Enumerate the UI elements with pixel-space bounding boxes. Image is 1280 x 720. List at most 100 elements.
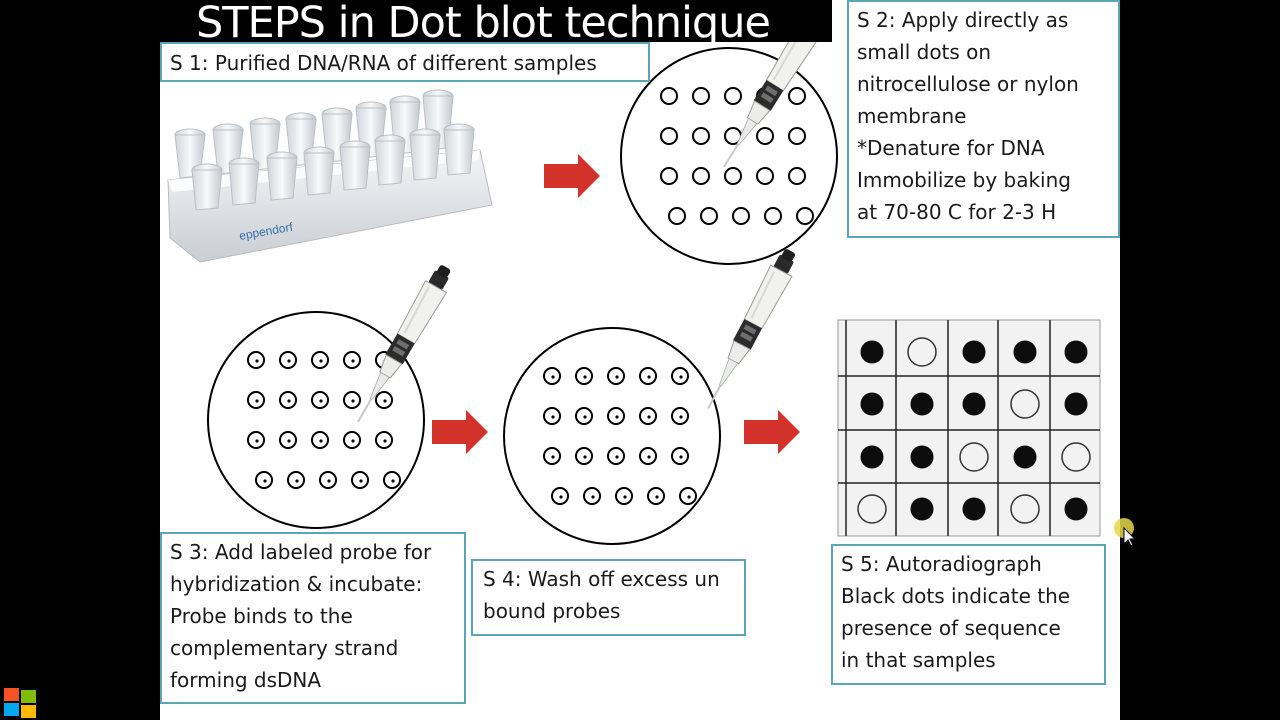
step4-textbox: S 4: Wash off excess un bound probes (471, 559, 746, 636)
dot-array-step4 (543, 367, 697, 505)
mouse-cursor-icon (1123, 526, 1137, 547)
probe-mark (319, 439, 323, 443)
windows-logo-icon[interactable] (4, 688, 38, 718)
probe-mark (583, 455, 587, 459)
probe-mark (287, 359, 291, 363)
sample-dot (671, 367, 689, 385)
step5-line: presence of sequence (841, 616, 1061, 640)
sample-dot (668, 207, 686, 225)
step5-line: in that samples (841, 648, 996, 672)
sample-dot (543, 367, 561, 385)
negative-dot (959, 442, 989, 472)
positive-dot (1013, 445, 1037, 469)
dot-array-step3 (247, 351, 401, 489)
sample-dot (247, 431, 265, 449)
probe-mark (647, 415, 651, 419)
page-title: STEPS in Dot blot technique (160, 0, 832, 42)
sample-dot (311, 391, 329, 409)
sample-dot (671, 447, 689, 465)
step1-textbox: S 1: Purified DNA/RNA of different sampl… (160, 42, 650, 82)
sample-dot (679, 487, 697, 505)
negative-dot (1010, 389, 1040, 419)
sample-dot (692, 127, 710, 145)
sample-dot (247, 351, 265, 369)
sample-dot (764, 207, 782, 225)
probe-mark (351, 359, 355, 363)
sample-dot (615, 487, 633, 505)
sample-dot (660, 167, 678, 185)
probe-mark (647, 375, 651, 379)
positive-dot (962, 497, 986, 521)
step5-line: Black dots indicate the (841, 584, 1071, 608)
sample-dot (575, 367, 593, 385)
sample-dot (639, 367, 657, 385)
sample-dot (660, 87, 678, 105)
probe-mark (687, 495, 691, 499)
probe-mark (351, 399, 355, 403)
probe-mark (391, 479, 395, 483)
step2-line: small dots on (857, 40, 992, 64)
sample-dot (551, 487, 569, 505)
positive-dot (860, 392, 884, 416)
sample-dot (583, 487, 601, 505)
sample-dot (375, 431, 393, 449)
positive-dot (910, 392, 934, 416)
step4-line: bound probes (483, 599, 621, 623)
probe-mark (263, 479, 267, 483)
probe-mark (255, 439, 259, 443)
sample-dot (639, 407, 657, 425)
probe-mark (679, 375, 683, 379)
probe-mark (359, 479, 363, 483)
step3-textbox: S 3: Add labeled probe for hybridization… (160, 532, 466, 704)
step3-line: Probe binds to the (170, 604, 353, 628)
sample-dot (543, 447, 561, 465)
probe-mark (351, 439, 355, 443)
arrow-right-icon (544, 154, 600, 198)
sample-dot (607, 447, 625, 465)
pipette-icon (696, 244, 804, 416)
probe-mark (559, 495, 563, 499)
step3-line: forming dsDNA (170, 668, 322, 692)
positive-dot (910, 445, 934, 469)
positive-dot (860, 340, 884, 364)
positive-dot (962, 340, 986, 364)
arrow-right-icon (744, 410, 800, 454)
sample-dot (796, 207, 814, 225)
sample-dot (692, 167, 710, 185)
sample-dot (756, 167, 774, 185)
negative-dot (857, 494, 887, 524)
sample-dot (756, 127, 774, 145)
sample-dot (375, 391, 393, 409)
step5-textbox: S 5: Autoradiograph Black dots indicate … (831, 544, 1106, 685)
sample-dot (788, 127, 806, 145)
probe-mark (287, 399, 291, 403)
sample-dot (343, 351, 361, 369)
sample-dot (647, 487, 665, 505)
arrow-right-icon (432, 410, 488, 454)
step5-line: S 5: Autoradiograph (841, 552, 1042, 576)
step2-line: *Denature for DNA (857, 136, 1045, 160)
step2-line: membrane (857, 104, 967, 128)
sample-dot (247, 391, 265, 409)
probe-mark (647, 455, 651, 459)
sample-dot (692, 87, 710, 105)
probe-mark (591, 495, 595, 499)
step2-line: nitrocellulose or nylon (857, 72, 1079, 96)
probe-mark (583, 415, 587, 419)
membrane-circle-step2 (620, 47, 838, 265)
sample-dot (311, 351, 329, 369)
probe-mark (583, 375, 587, 379)
sample-dot (788, 87, 806, 105)
probe-mark (383, 439, 387, 443)
negative-dot (907, 337, 937, 367)
negative-dot (1061, 442, 1091, 472)
probe-mark (551, 375, 555, 379)
step2-textbox: S 2: Apply directly as small dots on nit… (847, 0, 1120, 238)
sample-dot (279, 351, 297, 369)
sample-dot (575, 407, 593, 425)
negative-dot (1010, 494, 1040, 524)
probe-mark (255, 359, 259, 363)
sample-dot (543, 407, 561, 425)
probe-mark (255, 399, 259, 403)
